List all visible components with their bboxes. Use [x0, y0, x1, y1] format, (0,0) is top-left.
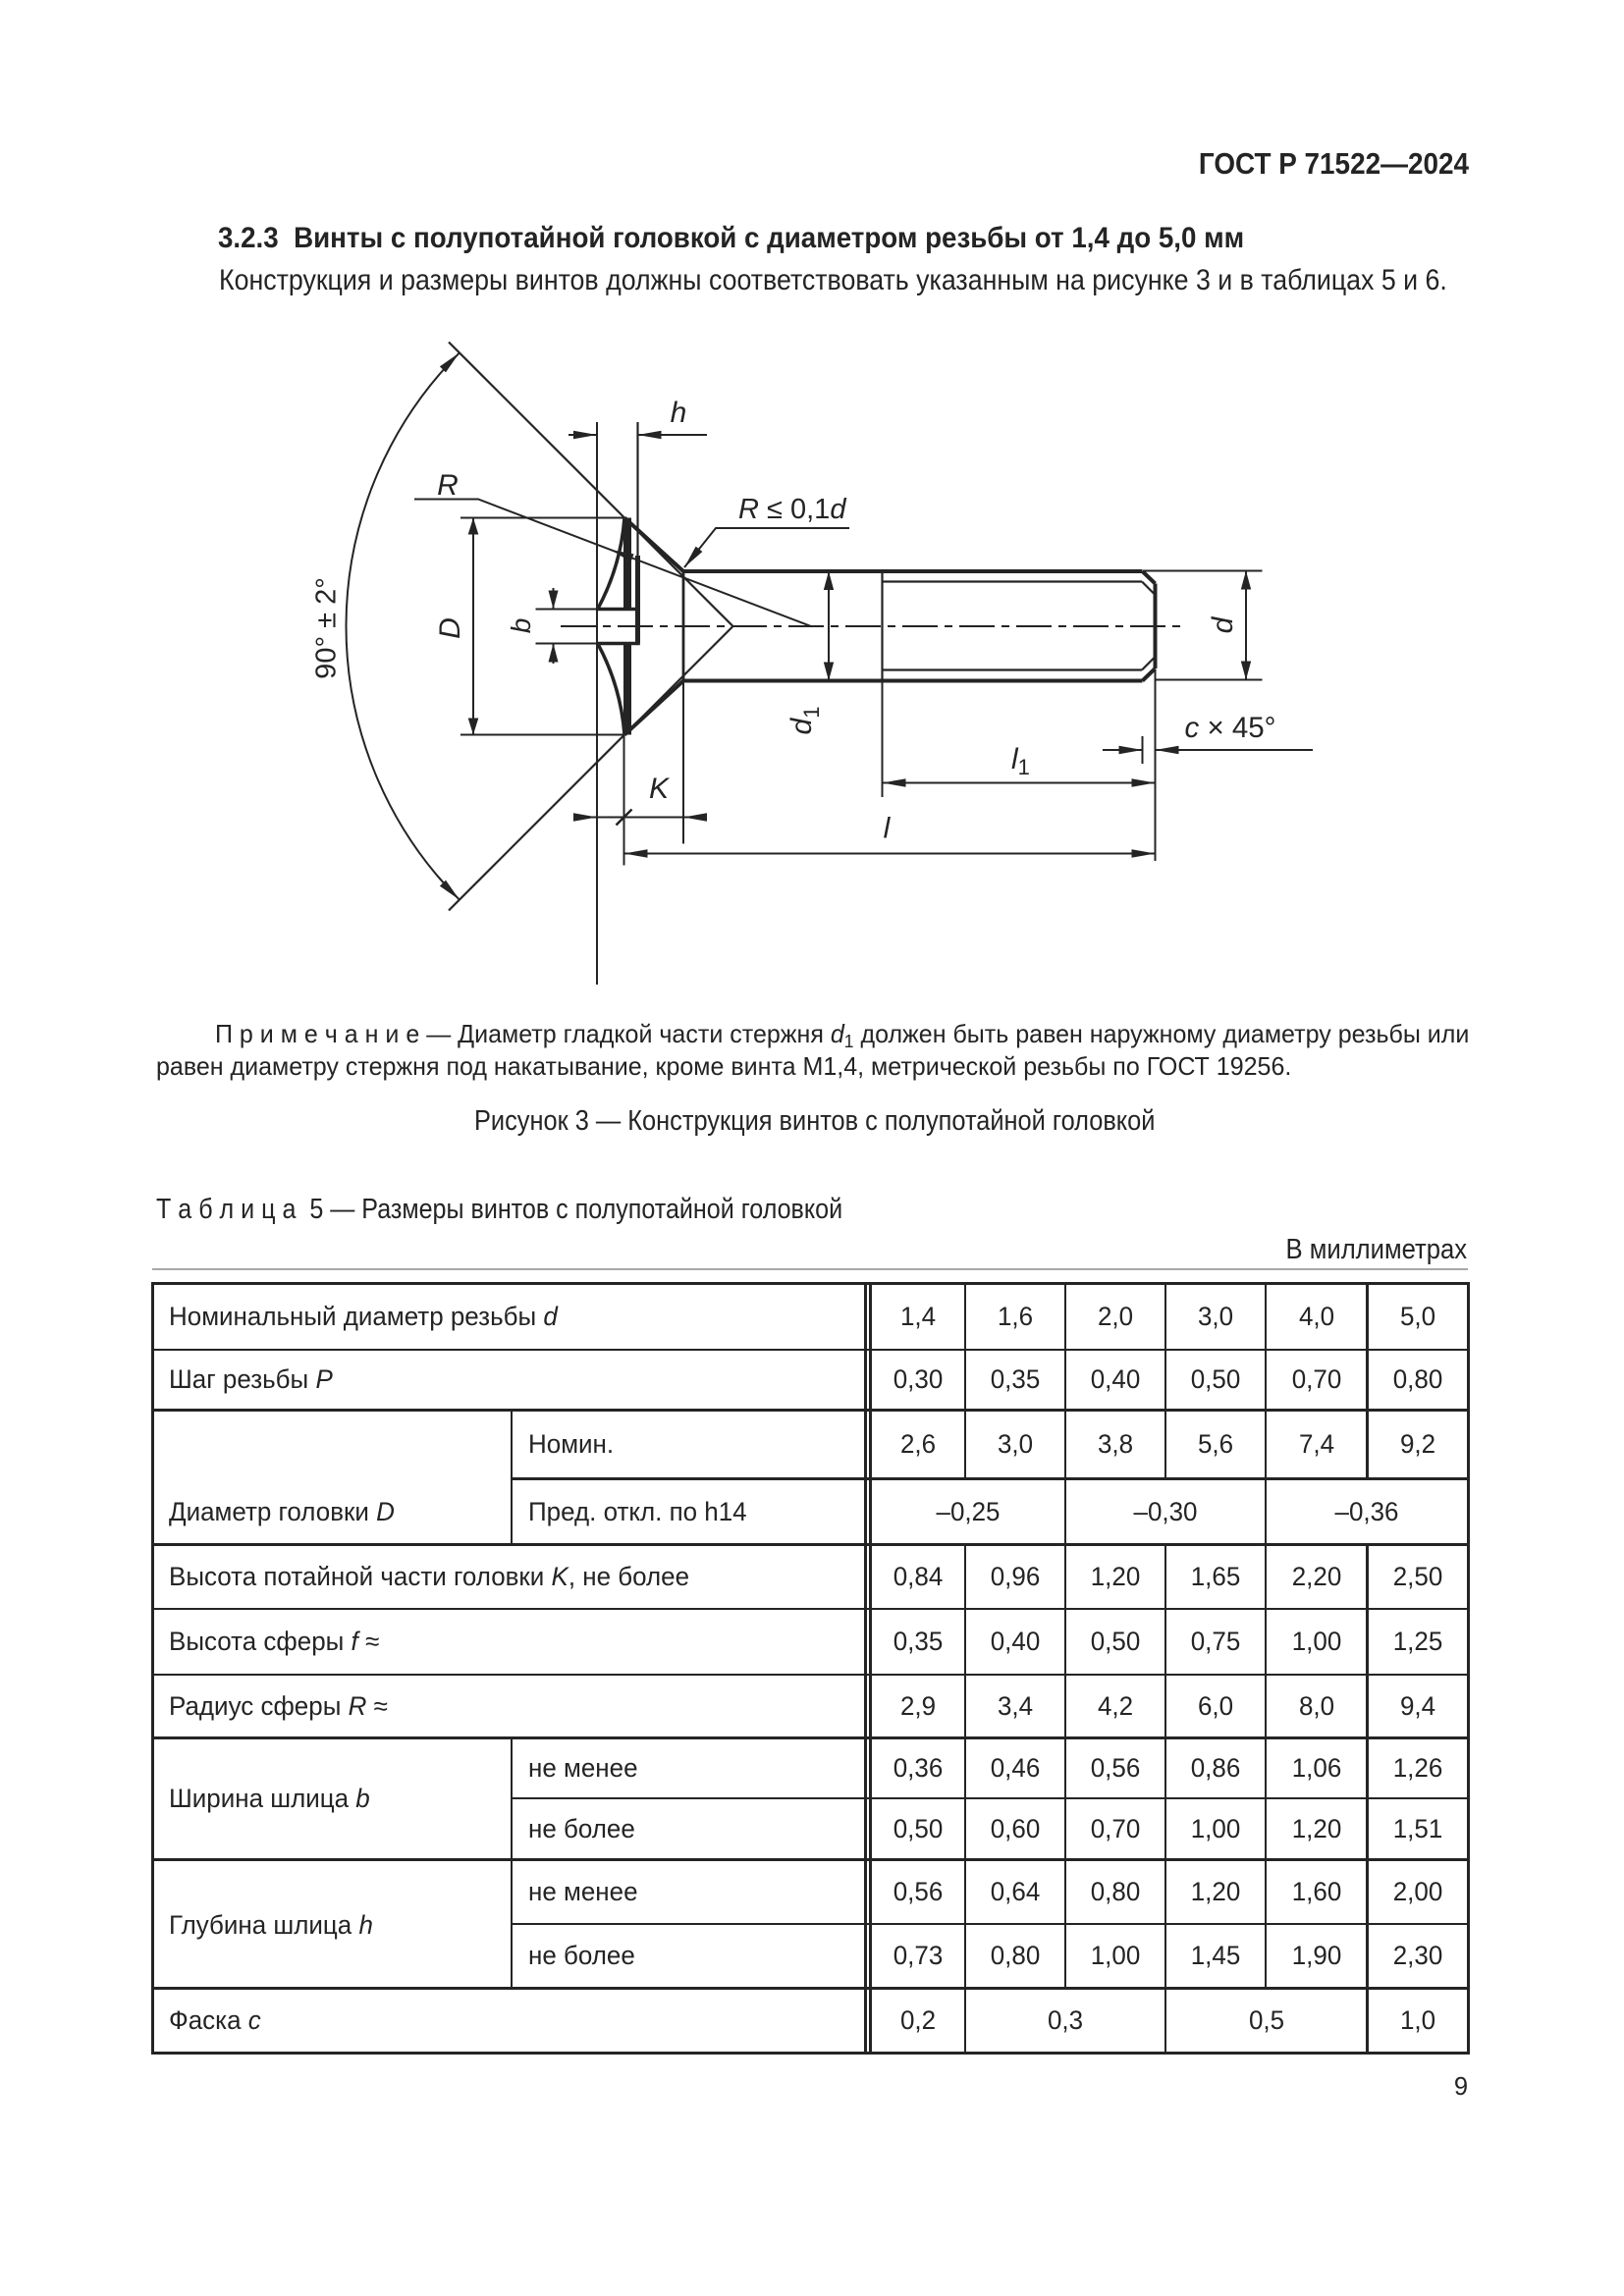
svg-text:c × 45°: c × 45°	[1185, 712, 1276, 744]
svg-text:l1: l1	[1011, 743, 1030, 779]
svg-text:d: d	[1207, 615, 1239, 633]
svg-text:h: h	[671, 397, 687, 429]
svg-text:D: D	[434, 617, 466, 639]
svg-text:90° ± 2°: 90° ± 2°	[311, 577, 343, 679]
svg-text:b: b	[506, 618, 536, 634]
svg-text:l: l	[884, 813, 892, 845]
svg-text:d1: d1	[785, 707, 824, 735]
svg-text:R: R	[437, 469, 459, 502]
svg-text:K: K	[649, 773, 671, 805]
svg-text:R ≤ 0,1d: R ≤ 0,1d	[738, 494, 846, 525]
